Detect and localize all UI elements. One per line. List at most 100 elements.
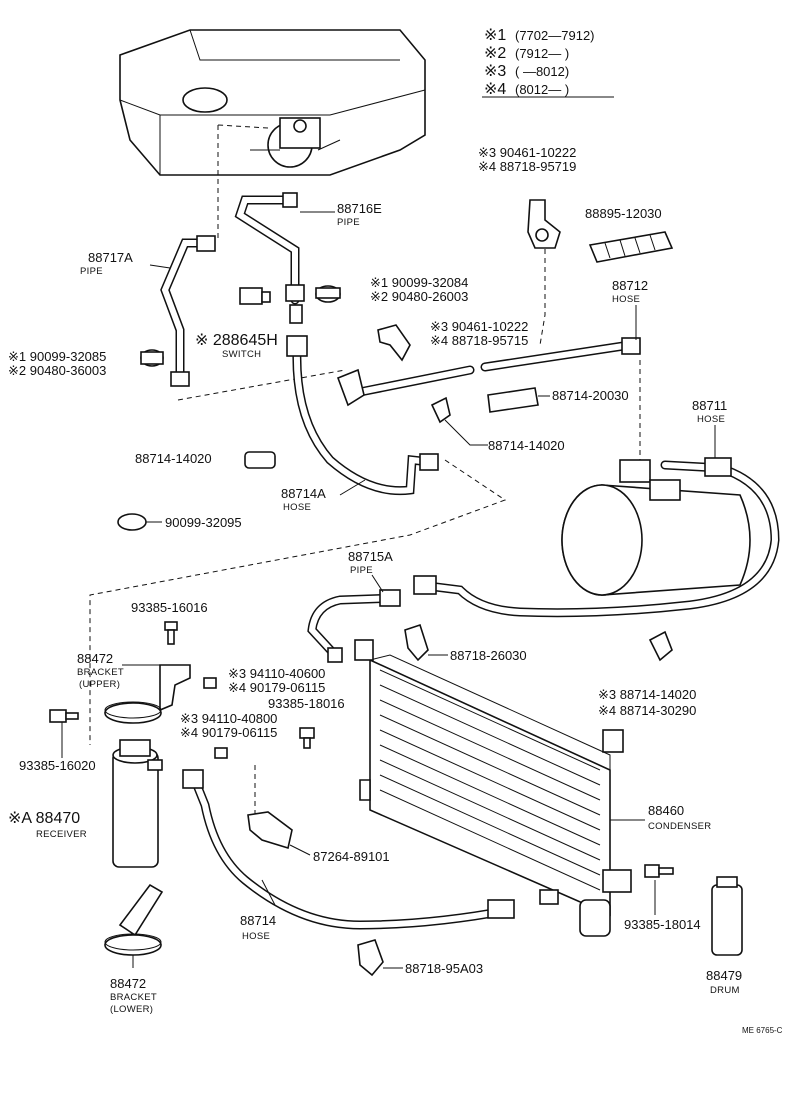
legend-row-3-mark: ※3: [484, 63, 506, 80]
label-88717A: 88717A: [88, 250, 133, 265]
plug-90099-32085-drawing: [140, 349, 164, 367]
label-nut-4b: ※4 90179-06115: [180, 725, 277, 740]
date-legend: ※1 (7702—7912) ※2 (7912— ) ※3 ( —8012) ※…: [482, 27, 614, 98]
pipe-88716E-drawing: [234, 192, 305, 324]
sleeve-88895-drawing: [588, 231, 674, 263]
label-88715A: 88715A: [348, 549, 393, 564]
label-88718-95A03: 88718-95A03: [405, 961, 483, 976]
clamp-87264-drawing: [247, 811, 293, 850]
grommet-90099-32095-drawing: [117, 513, 147, 531]
condenser-drawing: [354, 639, 632, 937]
drum-88479-drawing: [711, 876, 743, 956]
label-88479: 88479: [706, 968, 742, 983]
label-plug-1: ※1 90099-32085: [8, 349, 106, 364]
name-88717A: PIPE: [80, 266, 103, 277]
legend-row-4-range: (8012— ): [515, 82, 569, 97]
label-clamp-4: ※4 88718-95715: [430, 333, 528, 348]
leader-88714-14020-mid: [444, 419, 488, 446]
label-88472-lower: 88472: [110, 976, 146, 991]
label-93385-18014: 93385-18014: [624, 917, 701, 932]
clip-mid-drawing: [430, 396, 451, 424]
bolt-93385-18014-drawing: [644, 864, 674, 878]
label-93385-16016: 93385-16016: [131, 600, 208, 615]
label-nut-3a: ※3 94110-40600: [228, 666, 325, 681]
clamp-mid-drawing: [377, 324, 411, 362]
leader-88715A: [371, 574, 384, 593]
label-nut-3b: ※3 94110-40800: [180, 711, 277, 726]
name-88715A: PIPE: [350, 565, 373, 576]
leader-bracket-to-hose: [539, 240, 546, 346]
name-88472-lower-2: (LOWER): [110, 1004, 153, 1015]
leader-88714: [261, 879, 276, 906]
nut-94110-40800-drawing: [214, 747, 228, 759]
bolt-90099-32084-drawing: [315, 285, 341, 303]
name-88472-upper-1: BRACKET: [77, 667, 124, 678]
label-88714A: 88714A: [281, 486, 326, 501]
leader-88714A: [339, 479, 366, 496]
hose-88712-drawing: [336, 337, 641, 407]
name-88645H: SWITCH: [222, 349, 261, 360]
label-88714-14020-mid: 88714-14020: [488, 438, 565, 453]
compressor-drawing: [561, 459, 751, 596]
label-88460: 88460: [648, 803, 684, 818]
legend-row-2-range: (7912— ): [515, 46, 569, 61]
label-88714-20030: 88714-20030: [552, 388, 629, 403]
name-88714A: HOSE: [283, 502, 311, 513]
name-88472-upper-2: (UPPER): [79, 679, 120, 690]
name-88479: DRUM: [710, 985, 740, 996]
bracket-upper-drawing: [104, 664, 191, 724]
label-88711: 88711: [692, 398, 727, 413]
receiver-drawing: [112, 739, 163, 868]
label-87264: 87264-89101: [313, 849, 390, 864]
name-88712: HOSE: [612, 294, 640, 305]
name-88711: HOSE: [697, 414, 725, 425]
label-nut-4a: ※4 90179-06115: [228, 680, 325, 695]
switch-88645H-drawing: [239, 287, 271, 305]
leader-hose-to-receiver: [89, 459, 507, 745]
label-bolt-1: ※1 90099-32084: [370, 275, 468, 290]
hose-88714-drawing: [182, 769, 559, 930]
bracket-top-drawing: [527, 199, 561, 249]
bolt-93385-18016-drawing: [299, 727, 315, 749]
label-93385-18016: 93385-18016: [268, 696, 345, 711]
label-88645H: ※ 288645H: [195, 332, 278, 349]
legend-row-2-mark: ※2: [484, 45, 506, 62]
label-88716E: 88716E: [337, 201, 382, 216]
label-plug-2: ※2 90480-36003: [8, 363, 106, 378]
hose-88711-drawing: [413, 457, 780, 618]
bolt-93385-16020-drawing: [49, 709, 79, 723]
pipe-88717A-drawing: [160, 235, 216, 387]
clamp-88718-26030-drawing: [404, 623, 429, 662]
legend-row-4-mark: ※4: [484, 81, 506, 98]
label-88718-26030: 88718-26030: [450, 648, 527, 663]
cap-left-drawing: [244, 451, 276, 469]
legend-row-3-range: ( —8012): [515, 64, 569, 79]
name-88714: HOSE: [242, 931, 270, 942]
leader-88717A: [149, 264, 171, 269]
diagram-reference-code: ME 6765-C: [742, 1026, 783, 1035]
label-top-bracket-4: ※4 88718-95719: [478, 159, 576, 174]
label-93385-16020: 93385-16020: [19, 758, 96, 773]
cap-right-drawing: [648, 630, 673, 662]
sleeve-88714-20030-drawing: [487, 387, 539, 413]
name-88716E: PIPE: [337, 217, 360, 228]
nut-94110-40600-drawing: [203, 677, 217, 689]
evaporator-unit-drawing: [119, 29, 426, 176]
label-90099-32095: 90099-32095: [165, 515, 242, 530]
label-clamp-3: ※3 90461-10222: [430, 319, 528, 334]
hose-88714A-drawing: [286, 335, 439, 496]
legend-row-1-range: (7702—7912): [515, 28, 595, 43]
label-88895: 88895-12030: [585, 206, 662, 221]
name-88470: RECEIVER: [36, 829, 87, 840]
pipe-88715A-drawing: [307, 589, 401, 663]
label-top-bracket-3: ※3 90461-10222: [478, 145, 576, 160]
leader-87264: [289, 844, 311, 856]
bolt-93385-16016-drawing: [164, 621, 178, 645]
name-88472-lower-1: BRACKET: [110, 992, 157, 1003]
label-88472-upper: 88472: [77, 651, 113, 666]
leader-pipe-to-hose: [177, 369, 346, 401]
label-cap-4: ※4 88714-30290: [598, 703, 696, 718]
name-88460: CONDENSER: [648, 821, 711, 832]
